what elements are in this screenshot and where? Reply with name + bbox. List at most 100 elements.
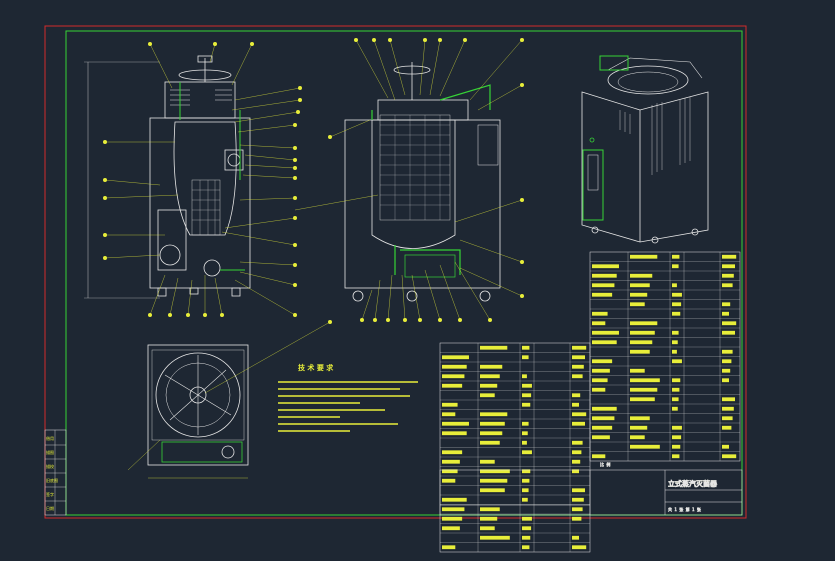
bom-cell-text [722,273,734,278]
bom-cell-text [480,374,500,379]
bom-cell-text [592,368,610,373]
bom-cell-text [672,435,682,440]
bom-table-upper [589,251,741,462]
bom-cell-text [480,459,495,464]
bom-cell-text [442,412,456,417]
bom-cell-text [572,345,587,350]
bom-cell-text [630,425,648,430]
bom-cell-text [722,302,731,307]
bom-cell-text [672,340,678,345]
bom-cell-text [480,440,500,445]
bom-cell-text [630,435,645,440]
bom-cell-text [572,393,581,398]
bom-cell-text [722,264,735,269]
bom-cell-text [522,526,532,531]
bom-cell-text [442,507,465,512]
bom-cell-text [722,425,732,430]
bom-cell-text [672,254,680,259]
bom-cell-text [722,359,732,364]
bom-cell-text [672,359,682,364]
bom-cell-text [480,535,510,540]
strip-label-0: 借用 [46,435,54,441]
bom-cell-text [722,406,734,411]
bom-cell-text [442,545,456,550]
bom-cell-text [672,302,682,307]
bom-cell-text [630,292,648,297]
sheet-count: 共 1 张 第 1 张 [668,506,701,512]
bom-cell-text [522,478,530,483]
bom-cell-text [722,454,737,459]
bom-cell-text [672,311,681,316]
bom-cell-text [572,374,583,379]
bom-cell-text [442,469,458,474]
isometric-view [581,55,709,244]
bom-cell-text [572,545,587,550]
bom-cell-text [442,516,463,521]
bom-cell-text [442,497,467,502]
bom-cell-text [522,440,527,445]
bom-cell-text [630,349,650,354]
bom-cell-text [572,364,584,369]
drawing-frame [65,30,743,516]
bom-cell-text [672,292,682,297]
bom-cell-text [572,488,585,493]
left-binding-strip: 借用 描图 描校 旧底图 签字 日期 [44,429,67,516]
bom-cell-text [630,273,653,278]
strip-label-3: 旧底图 [46,477,58,483]
tech-req-heading: 技 术 要 求 [298,363,334,372]
bom-cell-text [442,402,458,407]
front-section-view [84,42,302,317]
bom-cell-text [522,469,531,474]
bom-cell-text [592,264,619,269]
bom-cell-text [522,431,528,436]
bom-cell-text [592,435,610,440]
bom-cell-text [442,383,463,388]
bom-cell-text [572,450,582,455]
bom-cell-text [522,545,530,550]
bom-cell-text [592,387,606,392]
top-view [127,320,332,479]
bom-cell-text [630,378,660,383]
bom-cell-text [572,355,585,360]
bom-cell-text [592,359,613,364]
bom-cell-text [592,311,608,316]
bom-cell-text [442,459,460,464]
bom-cell-text [630,444,660,449]
bom-cell-text [722,416,733,421]
bom-cell-text [572,516,582,521]
strip-label-5: 日期 [46,505,54,511]
bom-cell-text [672,349,677,354]
bom-cell-text [592,321,606,326]
bom-cell-text [592,330,619,335]
bom-cell-text [522,421,529,426]
bom-cell-text [480,421,505,426]
strip-label-4: 签字 [46,491,54,497]
bom-cell-text [480,412,508,417]
bom-cell-text [442,526,460,531]
bom-cell-text [630,416,650,421]
bom-cell-text [722,254,737,259]
bom-cell-text [630,387,658,392]
bom-cell-text [442,450,463,455]
bom-cell-text [630,283,650,288]
bom-cell-text [592,425,613,430]
bom-cell-text [522,488,529,493]
bom-cell-text [480,431,503,436]
technical-requirements: 技 术 要 求 [278,363,418,432]
bom-cell-text [592,292,613,297]
title-block-name: 立式蒸汽灭菌器 [668,479,718,488]
bom-cell-text [592,340,617,345]
bom-cell-text [480,516,498,521]
bom-cell-text [442,374,465,379]
bom-cell-text [592,416,615,421]
bom-cell-text [630,397,655,402]
bom-cell-text [442,431,467,436]
scale-label: 比 例 [600,461,610,467]
bom-cell-text [480,507,500,512]
bom-cell-text [722,311,729,316]
bom-cell-text [572,440,583,445]
bom-cell-text [480,478,508,483]
bom-cell-text [672,425,682,430]
bom-cell-text [592,406,617,411]
